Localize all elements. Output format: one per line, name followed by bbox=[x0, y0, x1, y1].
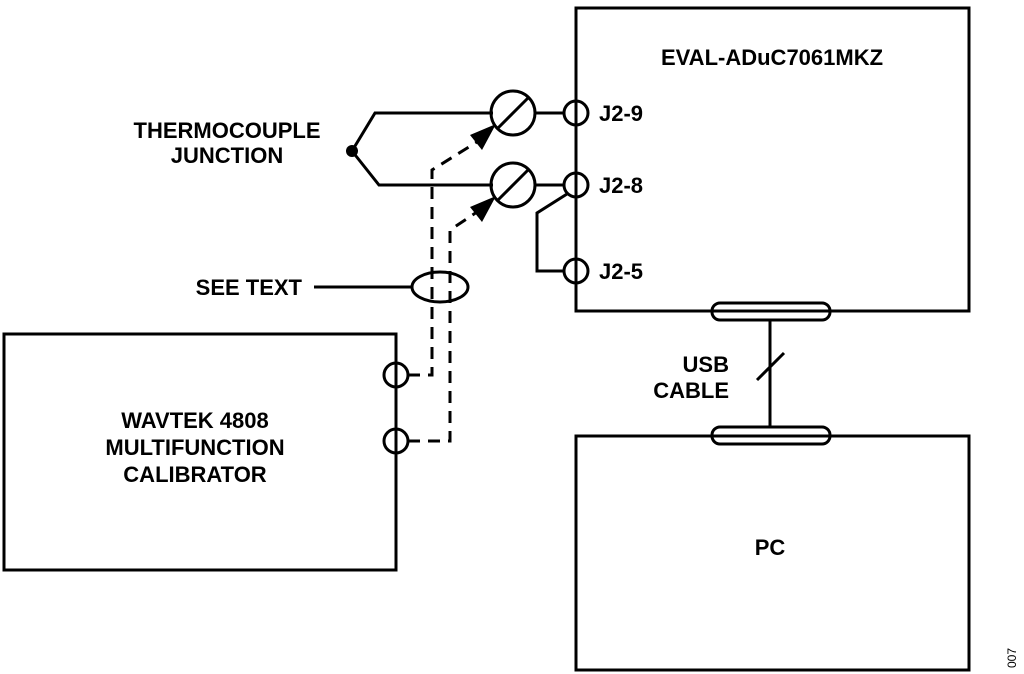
eval-board-label: EVAL-ADuC7061MKZ bbox=[661, 45, 883, 70]
calibrator-label-line1: WAVTEK 4808 bbox=[121, 408, 269, 433]
thermocouple-wire-bottom bbox=[350, 150, 493, 187]
thermocouple-junction-dot bbox=[346, 145, 358, 157]
thermocouple-wire-top bbox=[350, 111, 493, 152]
calibrator-lead-1 bbox=[408, 138, 481, 377]
pin-j2-9 bbox=[562, 99, 590, 127]
arrowhead-icon bbox=[470, 196, 496, 222]
calibrator-terminal-2 bbox=[382, 427, 410, 455]
eval-board-block bbox=[574, 6, 971, 313]
calibrator-label-line3: CALIBRATOR bbox=[123, 462, 267, 487]
jumper-j2-8-j2-5 bbox=[535, 192, 568, 273]
thermocouple-label-line2: JUNCTION bbox=[171, 143, 283, 168]
usb-cable-label-line2: CABLE bbox=[653, 378, 729, 403]
twisted-pair-ellipse bbox=[410, 270, 470, 304]
pin-j2-8 bbox=[562, 171, 590, 199]
pc-block bbox=[574, 434, 971, 672]
pin-j2-9-label: J2-9 bbox=[599, 101, 643, 126]
figure-id: 007 bbox=[1005, 648, 1019, 668]
calibrator-label-line2: MULTIFUNCTION bbox=[105, 435, 284, 460]
calibrator-lead-2 bbox=[408, 208, 481, 443]
thermocouple-label-line1: THERMOCOUPLE bbox=[134, 118, 321, 143]
usb-cable-label-line1: USB bbox=[683, 352, 729, 377]
screw-terminal-icon bbox=[489, 89, 537, 137]
pin-j2-8-label: J2-8 bbox=[599, 173, 643, 198]
pc-label: PC bbox=[755, 535, 786, 560]
see-text-label: SEE TEXT bbox=[196, 275, 303, 300]
usb-cable-bus-slash bbox=[755, 351, 786, 382]
pin-j2-5-label: J2-5 bbox=[599, 259, 643, 284]
calibrator-terminal-1 bbox=[382, 361, 410, 389]
arrowhead-icon bbox=[470, 124, 496, 150]
screw-terminal-icon bbox=[489, 161, 537, 209]
